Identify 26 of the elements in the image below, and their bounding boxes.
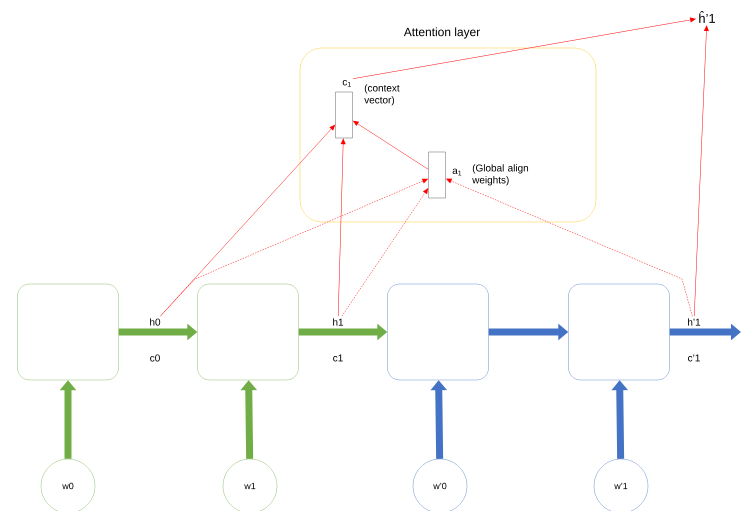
arrow [446, 178, 693, 316]
node-label: (Global align weights) [472, 164, 528, 186]
state-label: h0 [150, 318, 160, 326]
cell-box [17, 284, 119, 380]
edge-label: c’1 [686, 354, 702, 362]
cell-box [387, 284, 489, 380]
vector-box: c$_{1}$ (context vector) [335, 80, 400, 138]
arrow [338, 138, 346, 316]
node-label: a$_{1}$ [452, 168, 462, 176]
node-label: Attention layer [404, 27, 480, 39]
arrow [353, 120, 429, 170]
arrow [352, 17, 696, 79]
arrow [694, 25, 709, 316]
state-label: h’1 [688, 318, 700, 326]
state-label: h1 [333, 318, 344, 326]
edge-label: c0 [148, 353, 162, 363]
cell-box [197, 284, 299, 380]
arrow [160, 178, 428, 316]
state-label: ĥ’1 [699, 11, 716, 23]
arrow [160, 124, 336, 316]
vector-box: a$_{1}$ (Global align weights) [428, 152, 528, 198]
edge-label: c1 [332, 354, 344, 362]
cell-box [568, 284, 670, 380]
arrow [342, 188, 428, 316]
node-label: (context vector) [364, 84, 400, 106]
node-label: c$_{1}$ [342, 80, 351, 87]
